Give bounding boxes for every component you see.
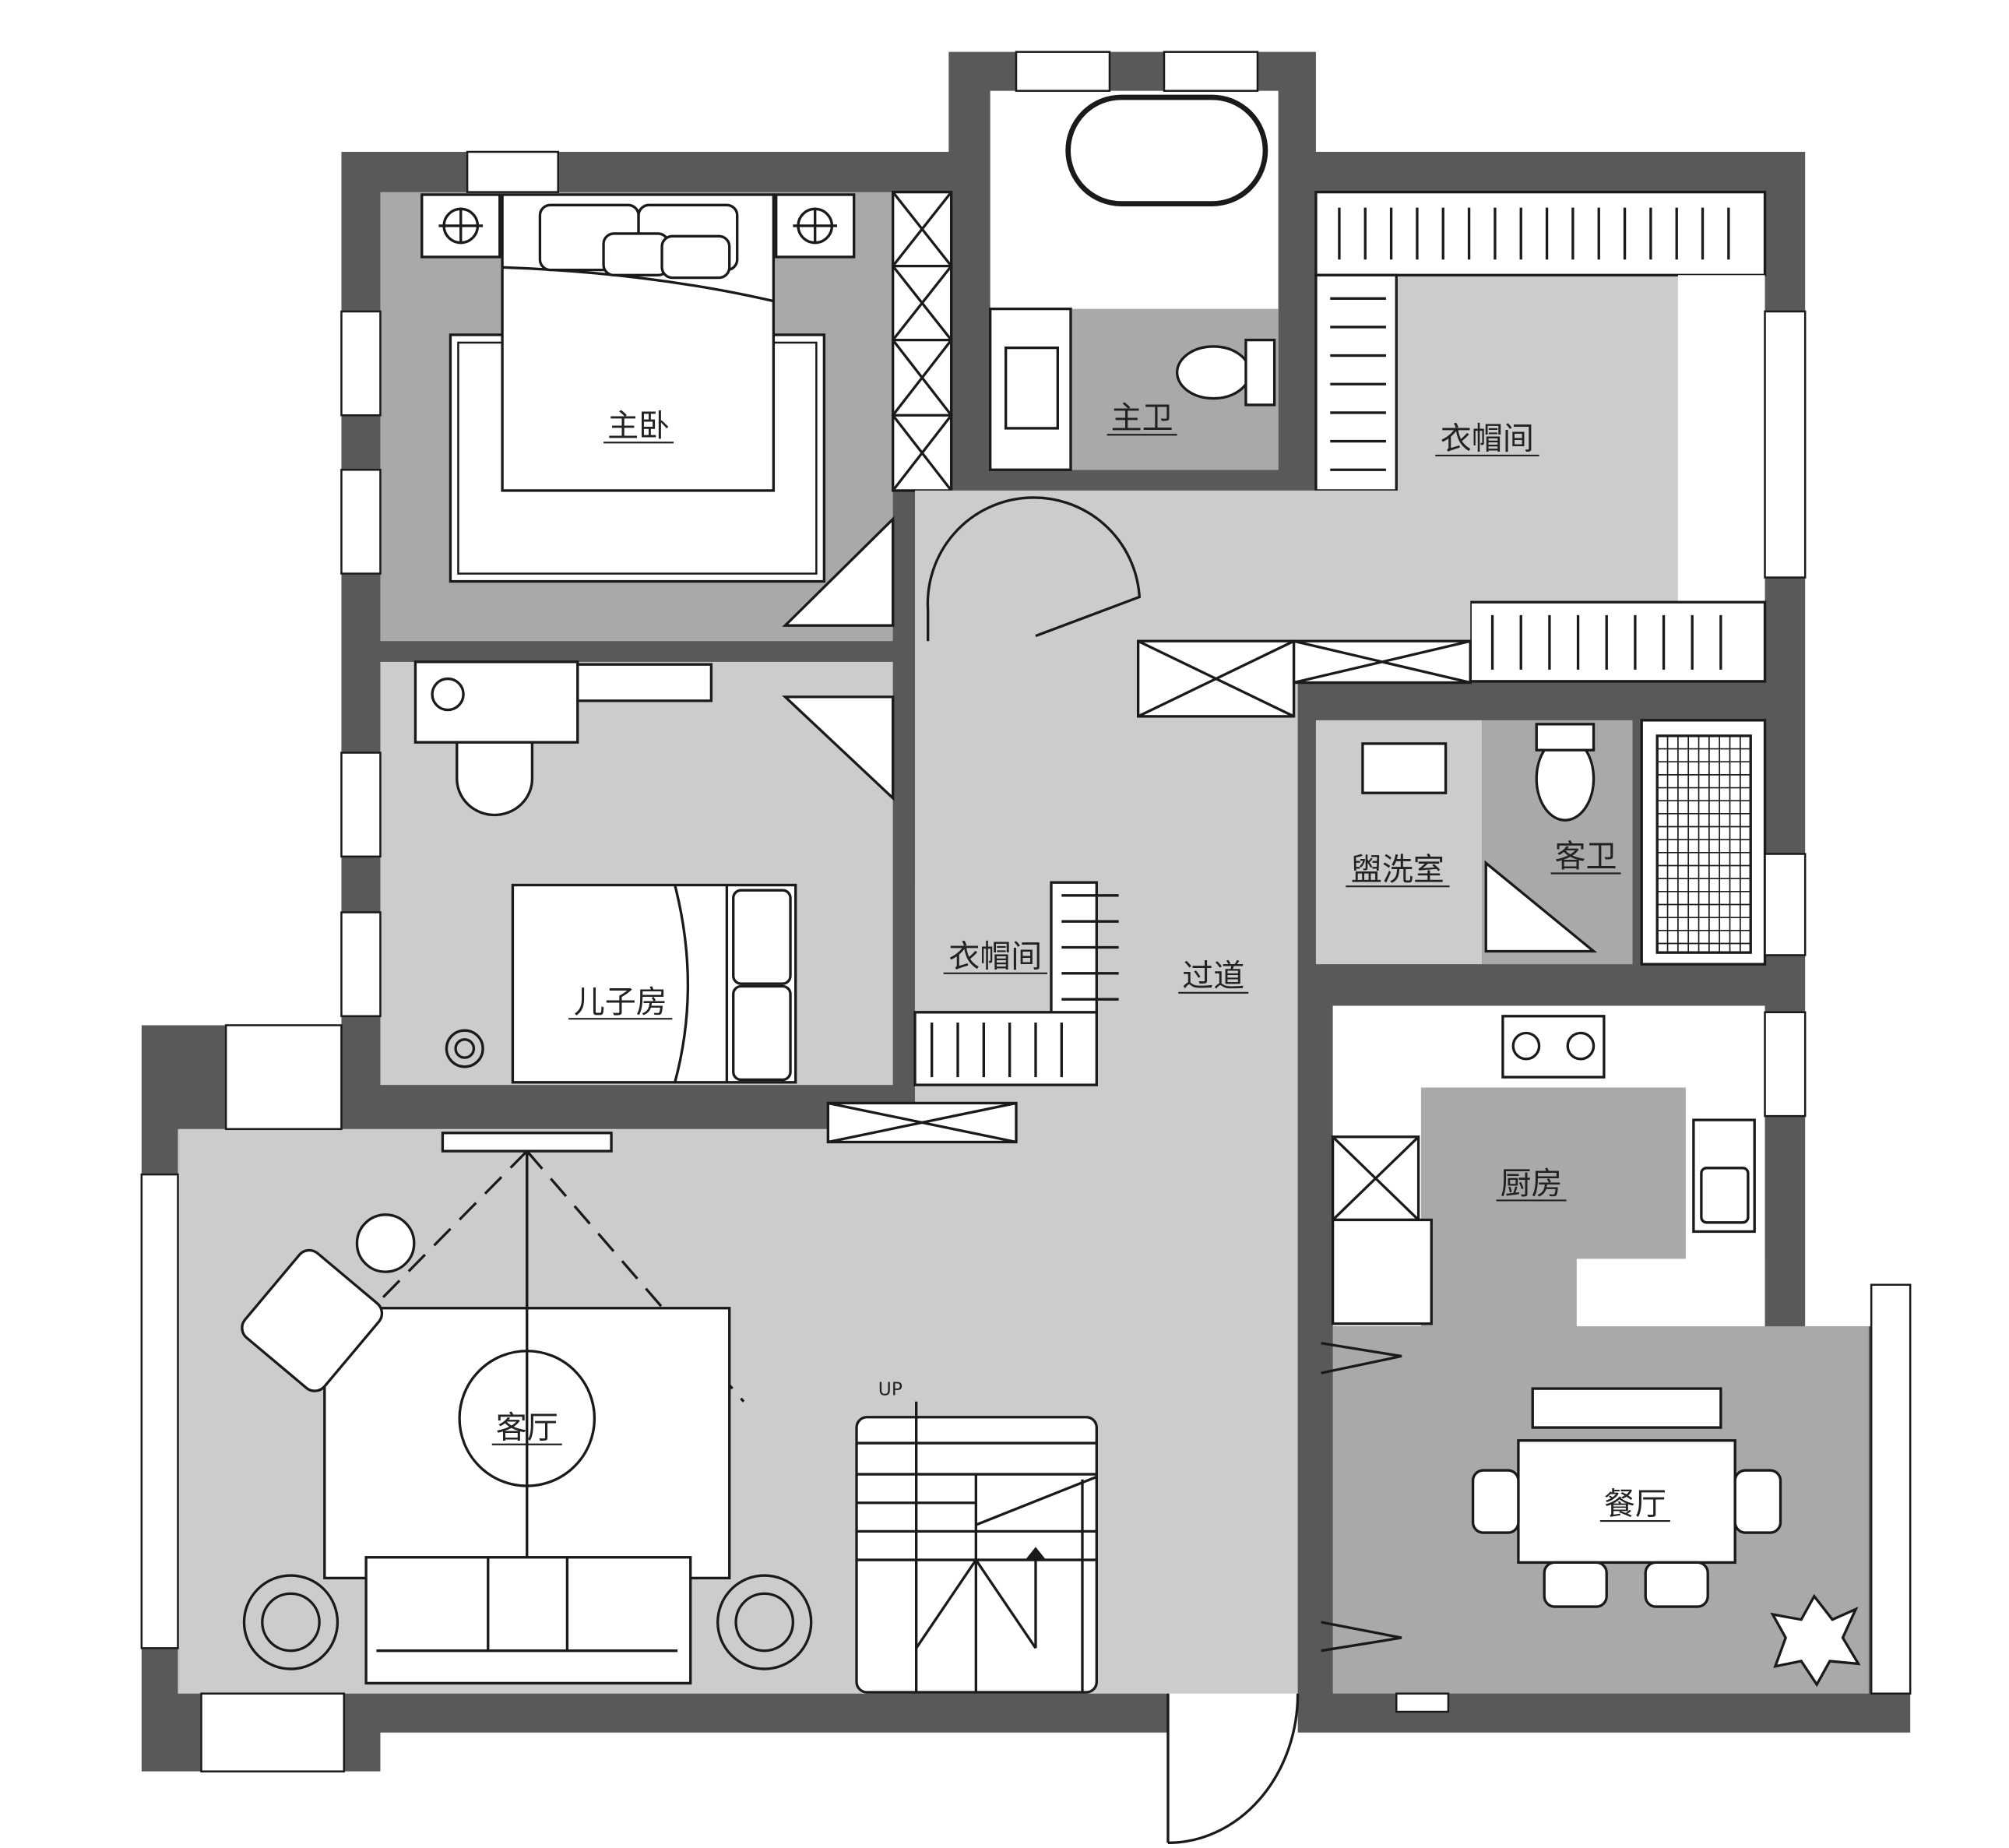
room-label-kitchen: 厨房 xyxy=(1496,1166,1567,1202)
svg-text:客卫: 客卫 xyxy=(1555,839,1617,875)
svg-text:厨房: 厨房 xyxy=(1501,1166,1563,1202)
room-label-dining-room: 餐厅 xyxy=(1599,1487,1670,1522)
shower xyxy=(1640,719,1767,966)
room-label-master-bedroom: 主卧 xyxy=(603,408,674,444)
svg-text:主卧: 主卧 xyxy=(607,408,670,444)
svg-text:儿子房: 儿子房 xyxy=(574,984,667,1020)
svg-text:衣帽间: 衣帽间 xyxy=(1441,421,1534,457)
svg-text:客厅: 客厅 xyxy=(496,1410,558,1445)
room-label-corridor: 过道 xyxy=(1178,958,1249,994)
room-label-guest-bath: 客卫 xyxy=(1550,839,1621,875)
room-label-son-room: 儿子房 xyxy=(568,984,673,1020)
svg-text:过道: 过道 xyxy=(1182,958,1244,994)
sofa xyxy=(364,1556,692,1685)
svg-text:餐厅: 餐厅 xyxy=(1604,1487,1666,1522)
room-label-washroom: 盥洗室 xyxy=(1346,852,1450,888)
armchair xyxy=(241,1248,384,1392)
room-label-living-room: 客厅 xyxy=(491,1410,562,1445)
master-bath-toilet-area xyxy=(1070,308,1279,470)
toilet xyxy=(1175,345,1251,400)
room-label-master-bath: 主卫 xyxy=(1107,400,1177,436)
svg-text:衣帽间: 衣帽间 xyxy=(948,938,1042,974)
svg-text:主卫: 主卫 xyxy=(1111,400,1173,436)
bathtub xyxy=(1065,94,1268,206)
plant-icon xyxy=(1770,1593,1861,1688)
room-label-cloakroom-small: 衣帽间 xyxy=(943,938,1047,974)
stair-up-label: UP xyxy=(878,1378,902,1399)
svg-text:盥洗室: 盥洗室 xyxy=(1351,852,1444,888)
room-label-cloakroom-main: 衣帽间 xyxy=(1435,421,1539,457)
